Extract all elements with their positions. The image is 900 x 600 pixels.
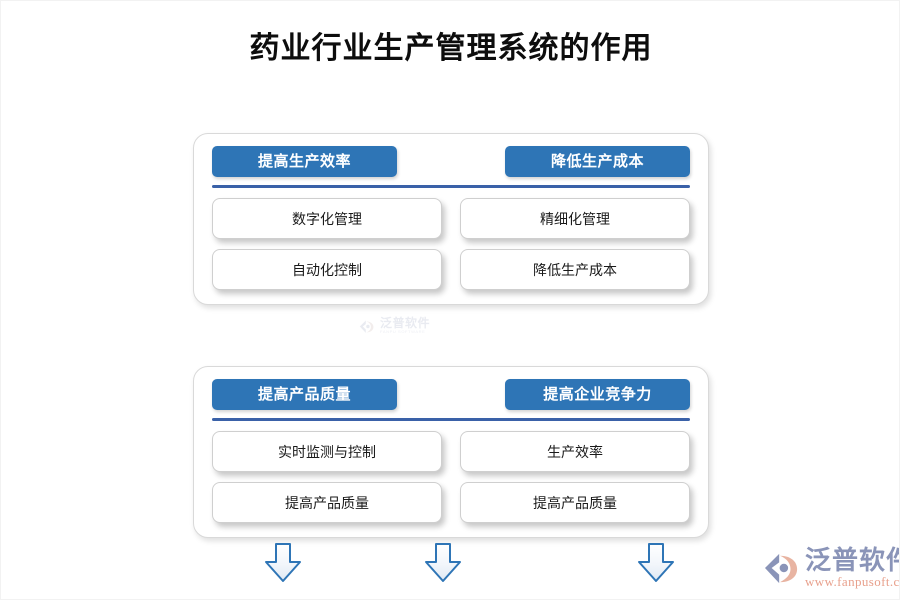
card-two-header-right[interactable]: 提高企业竞争力 — [505, 379, 690, 410]
content-card-one: 提高生产效率 降低生产成本 数字化管理 精细化管理 自动化控制 降低生产成本 — [193, 133, 709, 305]
card-two-item-right-2[interactable]: 提高产品质量 — [460, 482, 690, 523]
card-two-item-left-1[interactable]: 实时监测与控制 — [212, 431, 442, 472]
arrow-down-icon-2 — [425, 543, 461, 582]
brand-url: www.fanpusoft.com — [805, 574, 900, 589]
brand-text: 泛普软件 www.fanpusoft.com — [805, 545, 900, 590]
fanpu-logo-icon — [359, 320, 374, 333]
arrow-down-icon-3 — [638, 543, 674, 582]
watermark-text: 泛普软件 FANPU SOFTWARE — [380, 317, 430, 335]
card-one-header-left[interactable]: 提高生产效率 — [212, 146, 397, 177]
card-two-header-row: 提高产品质量 提高企业竞争力 — [212, 379, 690, 410]
card-two-divider — [212, 418, 690, 421]
content-card-two: 提高产品质量 提高企业竞争力 实时监测与控制 生产效率 提高产品质量 提高产品质… — [193, 366, 709, 538]
card-one-items: 数字化管理 精细化管理 自动化控制 降低生产成本 — [212, 198, 690, 290]
card-two-item-right-1[interactable]: 生产效率 — [460, 431, 690, 472]
card-one-item-right-2[interactable]: 降低生产成本 — [460, 249, 690, 290]
fanpu-logo-icon — [765, 553, 798, 584]
card-two-items: 实时监测与控制 生产效率 提高产品质量 提高产品质量 — [212, 431, 690, 523]
card-one-header-right[interactable]: 降低生产成本 — [505, 146, 690, 177]
card-two-header-left[interactable]: 提高产品质量 — [212, 379, 397, 410]
card-one-divider — [212, 185, 690, 188]
card-one-header-row: 提高生产效率 降低生产成本 — [212, 146, 690, 177]
watermark-text-en: FANPU SOFTWARE — [380, 329, 426, 334]
card-two-inner: 提高产品质量 提高企业竞争力 实时监测与控制 生产效率 提高产品质量 提高产品质… — [194, 367, 708, 537]
watermark-text-cn: 泛普软件 — [380, 316, 431, 330]
brand-name-cn: 泛普软件 — [805, 545, 899, 575]
card-two-item-left-2[interactable]: 提高产品质量 — [212, 482, 442, 523]
card-one-inner: 提高生产效率 降低生产成本 数字化管理 精细化管理 自动化控制 降低生产成本 — [194, 134, 708, 304]
page-title: 药业行业生产管理系统的作用 — [249, 31, 653, 66]
brand-logo: 泛普软件 www.fanpusoft.com — [763, 545, 900, 590]
watermark: 泛普软件 FANPU SOFTWARE — [359, 313, 469, 339]
arrow-down-icon-1 — [265, 543, 301, 582]
card-one-item-right-1[interactable]: 精细化管理 — [460, 198, 690, 239]
card-one-item-left-1[interactable]: 数字化管理 — [212, 198, 442, 239]
card-one-item-left-2[interactable]: 自动化控制 — [212, 249, 442, 290]
